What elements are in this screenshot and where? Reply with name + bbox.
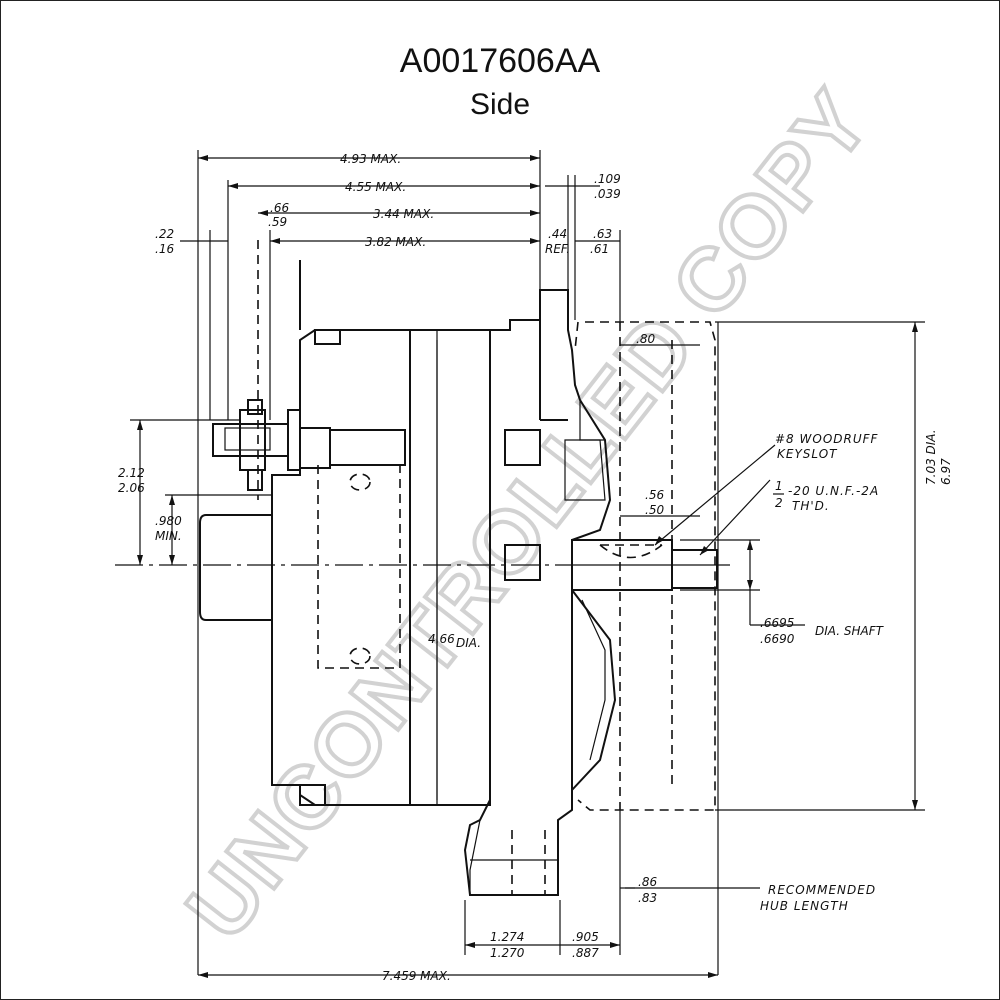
- dim-7459: 7.459 MAX.: [382, 969, 451, 983]
- dim-039: .039: [594, 187, 621, 201]
- note-hub-line1: RECOMMENDED: [768, 883, 876, 897]
- dim-212: 2.12: [118, 466, 145, 480]
- dim-6695: .6695: [760, 616, 794, 630]
- dimension-texts: 4.93 MAX. 4.55 MAX. 3.44 MAX. 3.82 MAX. …: [118, 152, 953, 983]
- dim-022: .22: [155, 227, 174, 241]
- drawing-subtitle: Side: [469, 88, 531, 121]
- dim-044: .44: [548, 227, 567, 241]
- dim-382: 3.82 MAX.: [365, 235, 426, 249]
- dim-shaft: DIA. SHAFT: [815, 624, 885, 638]
- note-thread-den: 2: [775, 496, 784, 510]
- brush-holder-hidden: [317, 465, 401, 669]
- dim-905: .905: [572, 930, 599, 944]
- drawing-title: A0017606AA: [399, 42, 601, 80]
- dim-466: 4.66: [428, 632, 455, 646]
- dim-109: .109: [594, 172, 621, 186]
- dim-344: 3.44 MAX.: [373, 207, 434, 221]
- dim-066: .66: [270, 201, 289, 215]
- dim-016: .16: [155, 242, 174, 256]
- dim-086: .86: [638, 875, 657, 889]
- dim-466-dia: DIA.: [456, 636, 481, 650]
- note-thread-line2: TH'D.: [792, 499, 830, 513]
- dim-703: 7.03 DIA.: [924, 429, 938, 485]
- dim-056: .56: [645, 488, 664, 502]
- dim-080: .80: [636, 332, 655, 346]
- dim-493: 4.93 MAX.: [340, 152, 401, 166]
- note-woodruff-line2: KEYSLOT: [777, 447, 838, 461]
- drawing-notes: #8 WOODRUFF KEYSLOT 1 2 -20 U.N.F.-2A TH…: [760, 432, 879, 913]
- dim-887: .887: [572, 946, 599, 960]
- note-thread-num: 1: [775, 479, 784, 493]
- dim-059: .59: [268, 215, 287, 229]
- shaft: [560, 539, 730, 591]
- dim-050: .50: [645, 503, 664, 517]
- dim-6690: .6690: [760, 632, 795, 646]
- dim-063: .63: [593, 227, 612, 241]
- dim-ref: REF.: [545, 242, 570, 256]
- dim-min: MIN.: [155, 529, 182, 543]
- dim-980: .980: [155, 514, 182, 528]
- note-thread-line1: -20 U.N.F.-2A: [788, 484, 879, 498]
- note-hub-line2: HUB LENGTH: [760, 899, 849, 913]
- dimension-lines: [130, 150, 925, 976]
- dim-083: .83: [638, 891, 657, 905]
- note-woodruff-line1: #8 WOODRUFF: [775, 432, 879, 446]
- terminal-studs: [212, 240, 406, 500]
- dim-455: 4.55 MAX.: [345, 180, 406, 194]
- dim-206: 2.06: [118, 481, 145, 495]
- dim-1270: 1.270: [490, 946, 525, 960]
- dim-061: .61: [590, 242, 609, 256]
- dim-1274: 1.274: [490, 930, 524, 944]
- dim-697: 6.97: [939, 458, 953, 485]
- arrowheads: [137, 155, 918, 978]
